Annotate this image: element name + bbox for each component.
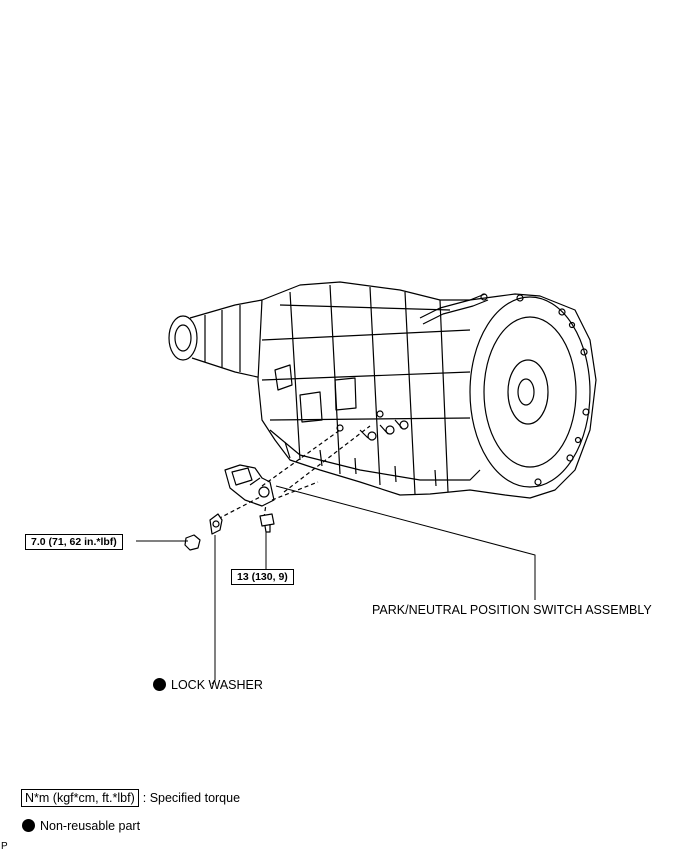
filled-circle-icon [153, 678, 166, 691]
nut-part [184, 534, 201, 551]
legend-nonreusable: Non-reusable part [22, 819, 140, 833]
legend-torque-desc: : Specified torque [142, 791, 241, 805]
lock-washer-part [209, 513, 223, 535]
lock-washer-label: LOCK WASHER [153, 678, 263, 692]
switch-label: PARK/NEUTRAL POSITION SWITCH ASSEMBLY [372, 603, 652, 617]
legend-torque-unit: N*m (kgf*cm, ft.*lbf) [21, 789, 139, 807]
leader-lines [136, 485, 536, 685]
legend-torque: N*m (kgf*cm, ft.*lbf): Specified torque [21, 789, 240, 807]
lock-washer-text: LOCK WASHER [171, 678, 263, 692]
corner-mark: P [1, 841, 8, 852]
nut-torque-box: 7.0 (71, 62 in.*lbf) [25, 534, 123, 550]
switch-assembly [224, 464, 275, 507]
filled-circle-icon [22, 819, 35, 832]
transmission-body [168, 281, 597, 499]
bolt-torque-box: 13 (130, 9) [231, 569, 294, 585]
bolt-torque-value: 13 (130, 9) [237, 571, 288, 583]
legend-nonreusable-text: Non-reusable part [40, 819, 141, 833]
bolt-part [259, 513, 275, 533]
nut-torque-value: 7.0 (71, 62 in.*lbf) [31, 536, 117, 548]
